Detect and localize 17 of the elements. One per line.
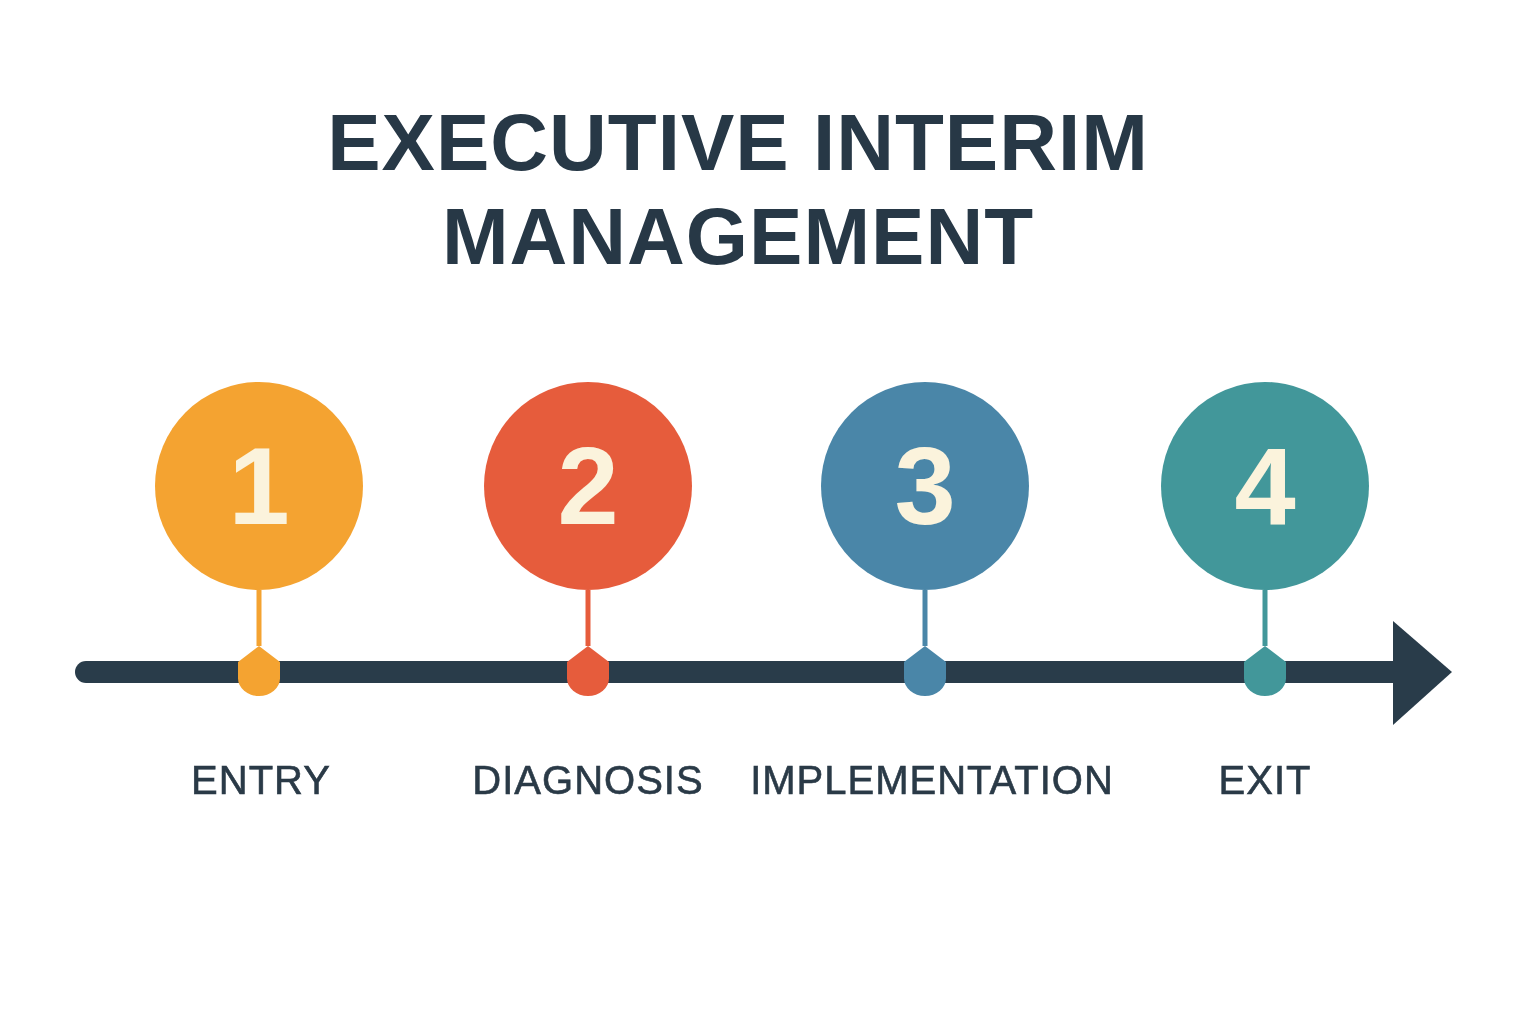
step-label: DIAGNOSIS: [472, 757, 704, 803]
connector-line: [585, 590, 591, 646]
connector-line: [922, 590, 928, 646]
hexagon-marker: [904, 646, 946, 696]
title: EXECUTIVE INTERIM MANAGEMENT: [326, 97, 1150, 283]
step-number: 2: [557, 431, 619, 541]
step-number: 4: [1234, 431, 1296, 541]
connector-line: [1262, 590, 1268, 646]
step-number: 1: [228, 431, 290, 541]
hexagon-marker: [238, 646, 280, 696]
hexagon-marker: [567, 646, 609, 696]
step-label: IMPLEMENTATION: [750, 757, 1114, 803]
step-label: ENTRY: [191, 757, 331, 803]
step-label: EXIT: [1218, 757, 1312, 803]
connector-line: [256, 590, 262, 646]
step-number: 3: [894, 431, 956, 541]
hexagon-marker: [1244, 646, 1286, 696]
